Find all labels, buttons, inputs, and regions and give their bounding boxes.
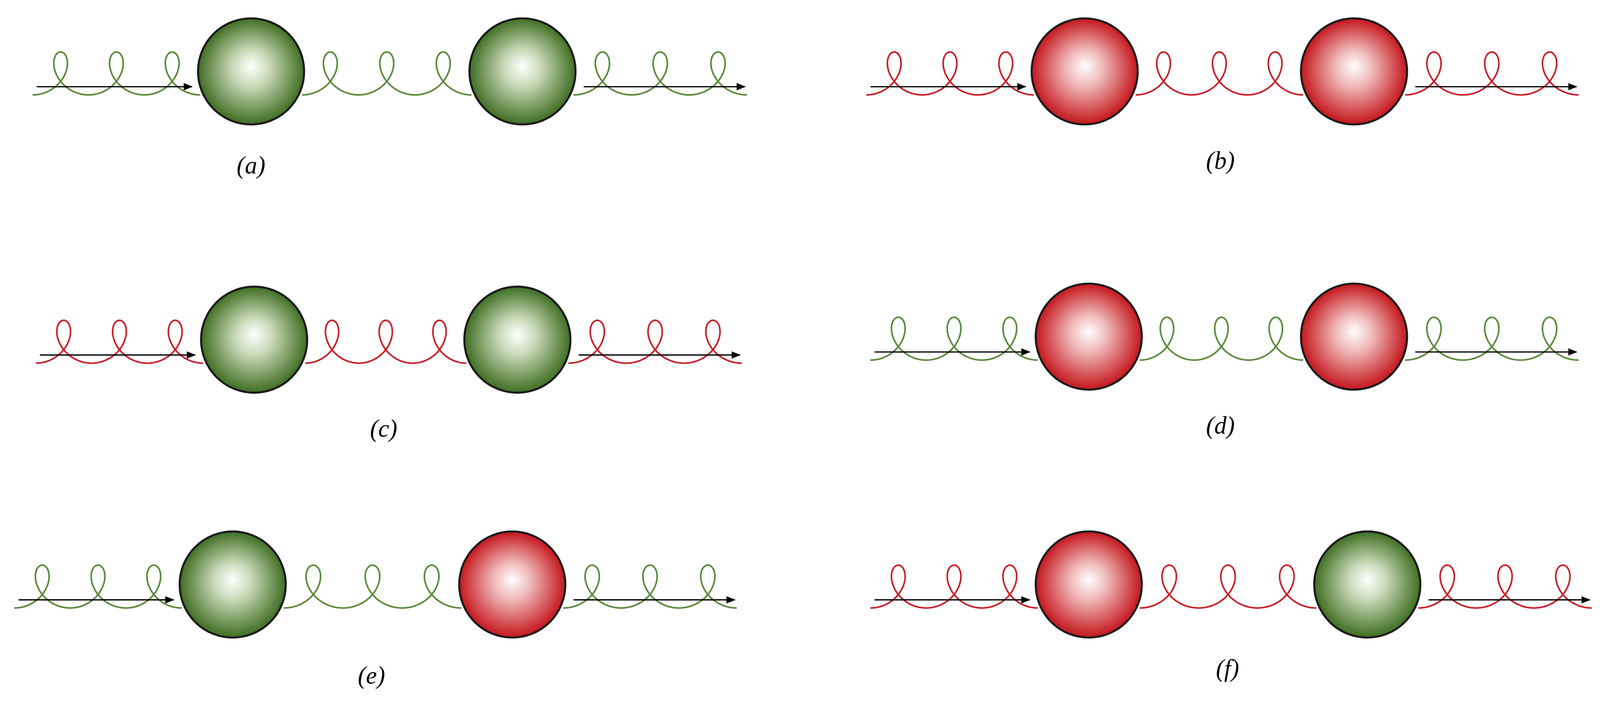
quark-sphere — [1031, 18, 1138, 125]
direction-arrow — [573, 599, 735, 601]
gluon-spring — [1404, 51, 1579, 95]
direction-arrow — [18, 599, 174, 601]
direction-arrow — [1415, 351, 1577, 353]
direction-arrow — [870, 86, 1026, 88]
panel-label: (e) — [357, 663, 385, 688]
direction-arrow — [874, 351, 1030, 353]
quark-sphere — [1035, 531, 1142, 638]
gluon-spring — [870, 565, 1038, 609]
quark-sphere — [1301, 283, 1408, 390]
gluon-spring — [563, 565, 737, 609]
panel-label: (a) — [236, 152, 266, 178]
quark-sphere — [1301, 18, 1408, 125]
gluon-spring — [866, 51, 1034, 95]
quark-sphere — [469, 18, 576, 125]
panel-label: (f) — [1215, 656, 1240, 681]
direction-arrow — [39, 354, 196, 356]
quark-sphere — [1314, 531, 1421, 638]
gluon-spring — [568, 320, 742, 364]
direction-arrow — [874, 599, 1030, 601]
gluon-spring — [35, 320, 204, 364]
direction-arrow — [1415, 86, 1577, 88]
direction-arrow — [1428, 599, 1590, 601]
gluon-spring — [1139, 565, 1317, 609]
direction-arrow — [578, 354, 741, 356]
panel-label: (c) — [370, 416, 398, 441]
quark-sphere — [1035, 283, 1142, 390]
direction-arrow — [36, 86, 193, 88]
panel-label: (d) — [1206, 413, 1235, 438]
gluon-spring — [1404, 317, 1579, 361]
quark-sphere — [201, 286, 308, 393]
quark-sphere — [459, 531, 566, 638]
gluon-spring — [283, 565, 462, 609]
direction-arrow — [583, 86, 745, 88]
panel-label: (b) — [1206, 148, 1235, 173]
gluon-spring — [1418, 565, 1593, 609]
gluon-spring — [32, 51, 200, 95]
gluon-spring — [301, 51, 472, 95]
gluon-spring — [1135, 51, 1303, 95]
gluon-spring — [870, 317, 1038, 361]
quark-sphere — [198, 18, 305, 125]
gluon-spring — [14, 565, 182, 609]
gluon-spring — [1139, 317, 1303, 361]
quark-sphere — [179, 531, 286, 638]
gluon-spring — [304, 320, 467, 364]
gluon-spring — [573, 51, 748, 95]
quark-sphere — [464, 286, 571, 393]
